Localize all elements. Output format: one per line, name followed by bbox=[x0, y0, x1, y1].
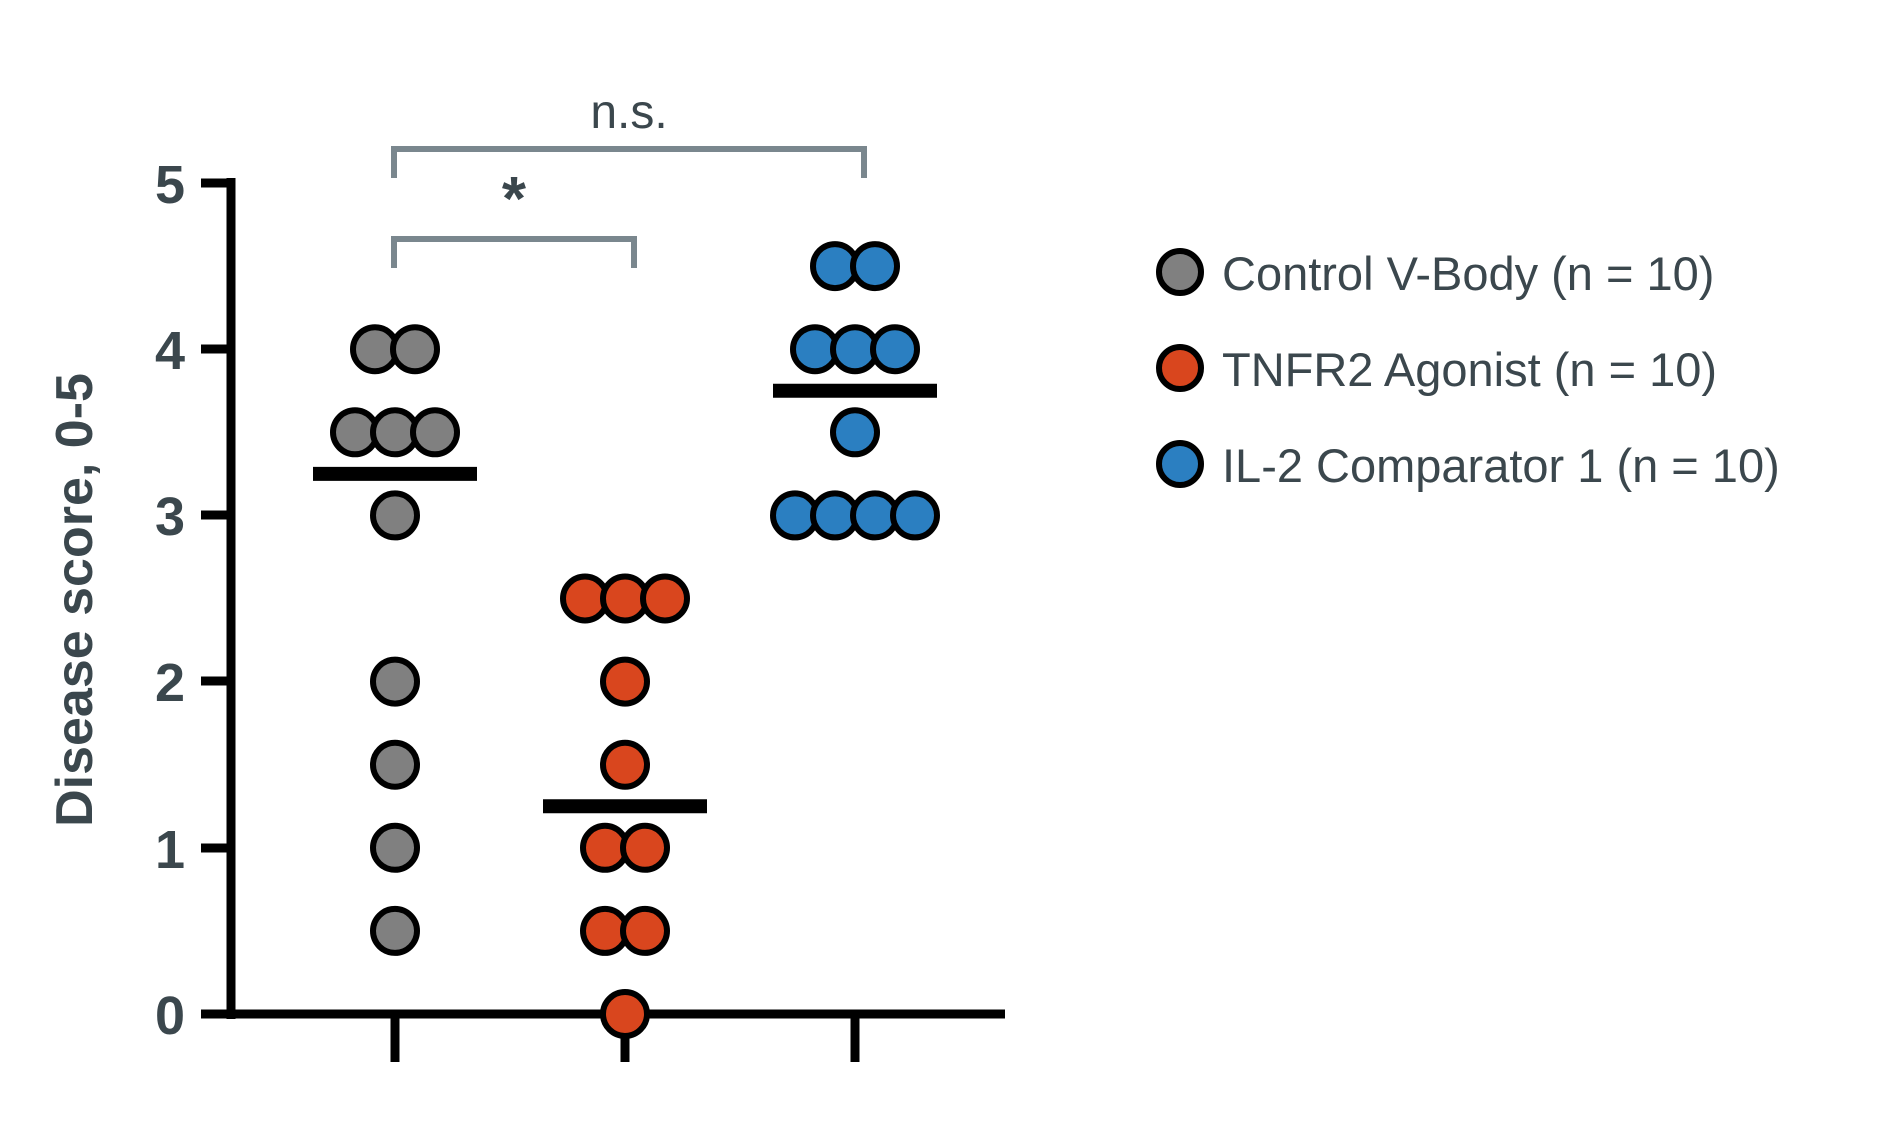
ns-bracket-path bbox=[391, 146, 867, 178]
legend-circle-marker-icon-1 bbox=[1156, 248, 1204, 296]
data-points-layer bbox=[330, 241, 940, 1039]
data-point bbox=[370, 490, 420, 541]
ns-label: n.s. bbox=[590, 86, 667, 139]
data-point bbox=[600, 656, 650, 707]
legend-circle-marker-icon-2 bbox=[1156, 344, 1204, 392]
y-tick-label-1: 1 bbox=[155, 820, 185, 880]
data-point bbox=[410, 407, 460, 458]
y-axis-title: Disease score, 0-5 bbox=[46, 373, 104, 827]
y-tick-label-0: 0 bbox=[155, 986, 185, 1046]
legend-item-tnfr2-agonist[interactable]: TNFR2 Agonist (n = 10) bbox=[1156, 343, 1717, 396]
y-axis-ticks bbox=[201, 178, 231, 1019]
y-tick-label-4: 4 bbox=[155, 321, 185, 381]
legend-item-control-v-body[interactable]: Control V-Body (n = 10) bbox=[1156, 247, 1714, 300]
data-point bbox=[830, 407, 880, 458]
legend: Control V-Body (n = 10) TNFR2 Agonist (n… bbox=[1156, 247, 1780, 492]
legend-item-il2-comparator-1[interactable]: IL-2 Comparator 1 (n = 10) bbox=[1156, 439, 1780, 492]
data-point bbox=[850, 241, 900, 292]
data-point bbox=[370, 905, 420, 956]
series-points-3 bbox=[770, 241, 940, 541]
data-point bbox=[890, 490, 940, 541]
legend-circle-marker-icon-3 bbox=[1156, 440, 1204, 488]
star-label: * bbox=[502, 165, 527, 234]
legend-label-2: TNFR2 Agonist (n = 10) bbox=[1222, 343, 1717, 396]
y-tick-label-3: 3 bbox=[155, 487, 185, 547]
data-point bbox=[370, 822, 420, 873]
data-point bbox=[390, 324, 440, 375]
series-points-1 bbox=[330, 324, 460, 956]
data-point bbox=[640, 573, 690, 624]
series-points-2 bbox=[560, 573, 690, 1039]
data-point bbox=[600, 739, 650, 790]
data-point bbox=[620, 822, 670, 873]
mean-lines-layer bbox=[313, 383, 937, 814]
significance-bracket-ns: n.s. bbox=[391, 86, 867, 178]
data-point bbox=[370, 656, 420, 707]
data-point bbox=[620, 905, 670, 956]
significance-bracket-star: * bbox=[391, 165, 637, 268]
y-tick-label-5: 5 bbox=[155, 155, 185, 215]
legend-label-3: IL-2 Comparator 1 (n = 10) bbox=[1222, 439, 1780, 492]
data-point bbox=[870, 324, 920, 375]
data-point bbox=[370, 739, 420, 790]
data-point bbox=[600, 989, 650, 1039]
star-bracket-path bbox=[391, 236, 637, 268]
y-tick-label-2: 2 bbox=[155, 653, 185, 713]
legend-label-1: Control V-Body (n = 10) bbox=[1222, 247, 1714, 300]
